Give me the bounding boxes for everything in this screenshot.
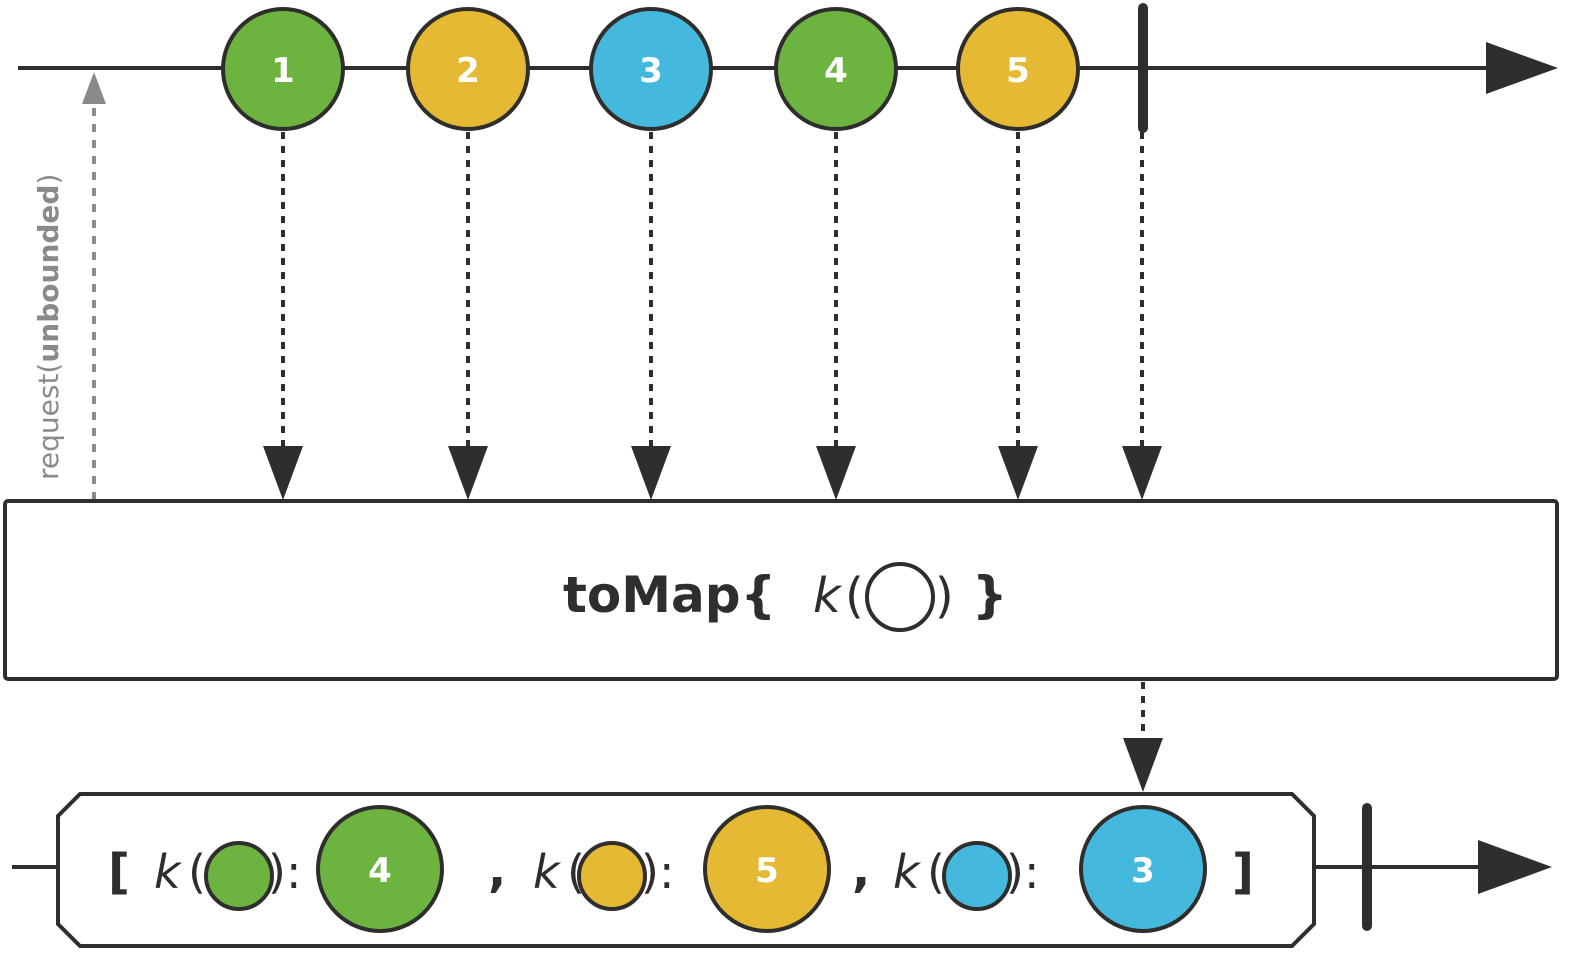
source-marble: 5 bbox=[956, 7, 1080, 131]
request-signal: request(unbounded) bbox=[32, 72, 106, 500]
emission-arrowhead bbox=[816, 446, 856, 500]
emission-arrowhead bbox=[998, 446, 1038, 500]
operator-empty-marble-icon bbox=[865, 562, 935, 632]
result-value-marble bbox=[316, 805, 444, 933]
result-entry-separator: , bbox=[852, 842, 870, 898]
source-marble-circle bbox=[406, 7, 530, 131]
result-value-marble bbox=[703, 805, 831, 933]
result-timeline-arrowhead bbox=[1478, 840, 1552, 894]
result-value-label: 3 bbox=[1131, 851, 1155, 891]
result-map-entry: , k(): 3 bbox=[852, 805, 1207, 933]
source-marble-label: 3 bbox=[639, 51, 663, 91]
result-key-marble-icon bbox=[577, 841, 647, 911]
result-close-bracket: ] bbox=[1232, 844, 1254, 900]
result-key-fn: k bbox=[533, 845, 562, 899]
result-key-fn: k bbox=[154, 845, 183, 899]
emission-arrowhead bbox=[448, 446, 488, 500]
request-label-unbounded: unbounded bbox=[32, 185, 65, 363]
result-close-paren-colon: ): bbox=[268, 845, 301, 899]
source-marble-circle bbox=[956, 7, 1080, 131]
result-map: [ ] k():4,k():5,k():3 bbox=[56, 792, 1316, 948]
source-marble: 3 bbox=[589, 7, 713, 131]
request-label-suffix: ) bbox=[32, 174, 65, 185]
operator-close-brace: } bbox=[972, 566, 1008, 624]
result-close-paren-colon: ): bbox=[641, 845, 674, 899]
request-arrowhead bbox=[82, 72, 106, 104]
source-marble: 1 bbox=[221, 7, 345, 131]
source-marble: 2 bbox=[406, 7, 530, 131]
source-marble-label: 5 bbox=[1006, 51, 1030, 91]
source-marble-circle bbox=[589, 7, 713, 131]
operator-box-frame bbox=[3, 499, 1559, 681]
source-timeline-arrowhead bbox=[1486, 42, 1558, 94]
operator-name: toMap{ bbox=[563, 566, 776, 624]
result-map-entry: ,k():5 bbox=[488, 805, 831, 933]
emission-arrows bbox=[263, 132, 1162, 500]
source-marbles: 1 2 3 4 5 bbox=[221, 7, 1080, 131]
source-marble-label: 1 bbox=[271, 51, 295, 91]
operator-close-paren: ) bbox=[935, 568, 954, 624]
result-open-paren: ( bbox=[927, 845, 945, 899]
result-arrowhead bbox=[1123, 738, 1163, 792]
result-value-label: 4 bbox=[368, 851, 392, 891]
request-label: request(unbounded) bbox=[32, 174, 65, 480]
result-key-marble-icon bbox=[204, 841, 274, 911]
result-open-paren: ( bbox=[188, 845, 206, 899]
result-map-entry: k(): 4 bbox=[154, 805, 444, 933]
operator-open-paren: ( bbox=[845, 568, 864, 624]
result-open-bracket: [ bbox=[108, 844, 130, 900]
source-marble-label: 4 bbox=[824, 51, 848, 91]
source-marble-circle bbox=[774, 7, 898, 131]
emission-arrowhead bbox=[1122, 446, 1162, 500]
operator-key-fn: k bbox=[813, 568, 843, 624]
result-value-marble bbox=[1079, 805, 1207, 933]
result-emission-arrow bbox=[1123, 682, 1163, 792]
emission-arrowhead bbox=[263, 446, 303, 500]
result-entry-separator: , bbox=[488, 842, 506, 898]
result-key-marble-icon bbox=[942, 841, 1012, 911]
result-map-entries: k():4,k():5,k():3 bbox=[154, 805, 1207, 933]
source-marble: 4 bbox=[774, 7, 898, 131]
source-marble-circle bbox=[221, 7, 345, 131]
emission-arrowhead bbox=[631, 446, 671, 500]
result-value-label: 5 bbox=[755, 851, 779, 891]
operator-box: toMap{ k ( ) } bbox=[3, 499, 1559, 681]
result-close-paren-colon: ): bbox=[1006, 845, 1039, 899]
request-label-prefix: request( bbox=[32, 363, 65, 480]
source-marble-label: 2 bbox=[456, 51, 480, 91]
result-key-fn: k bbox=[893, 845, 922, 899]
